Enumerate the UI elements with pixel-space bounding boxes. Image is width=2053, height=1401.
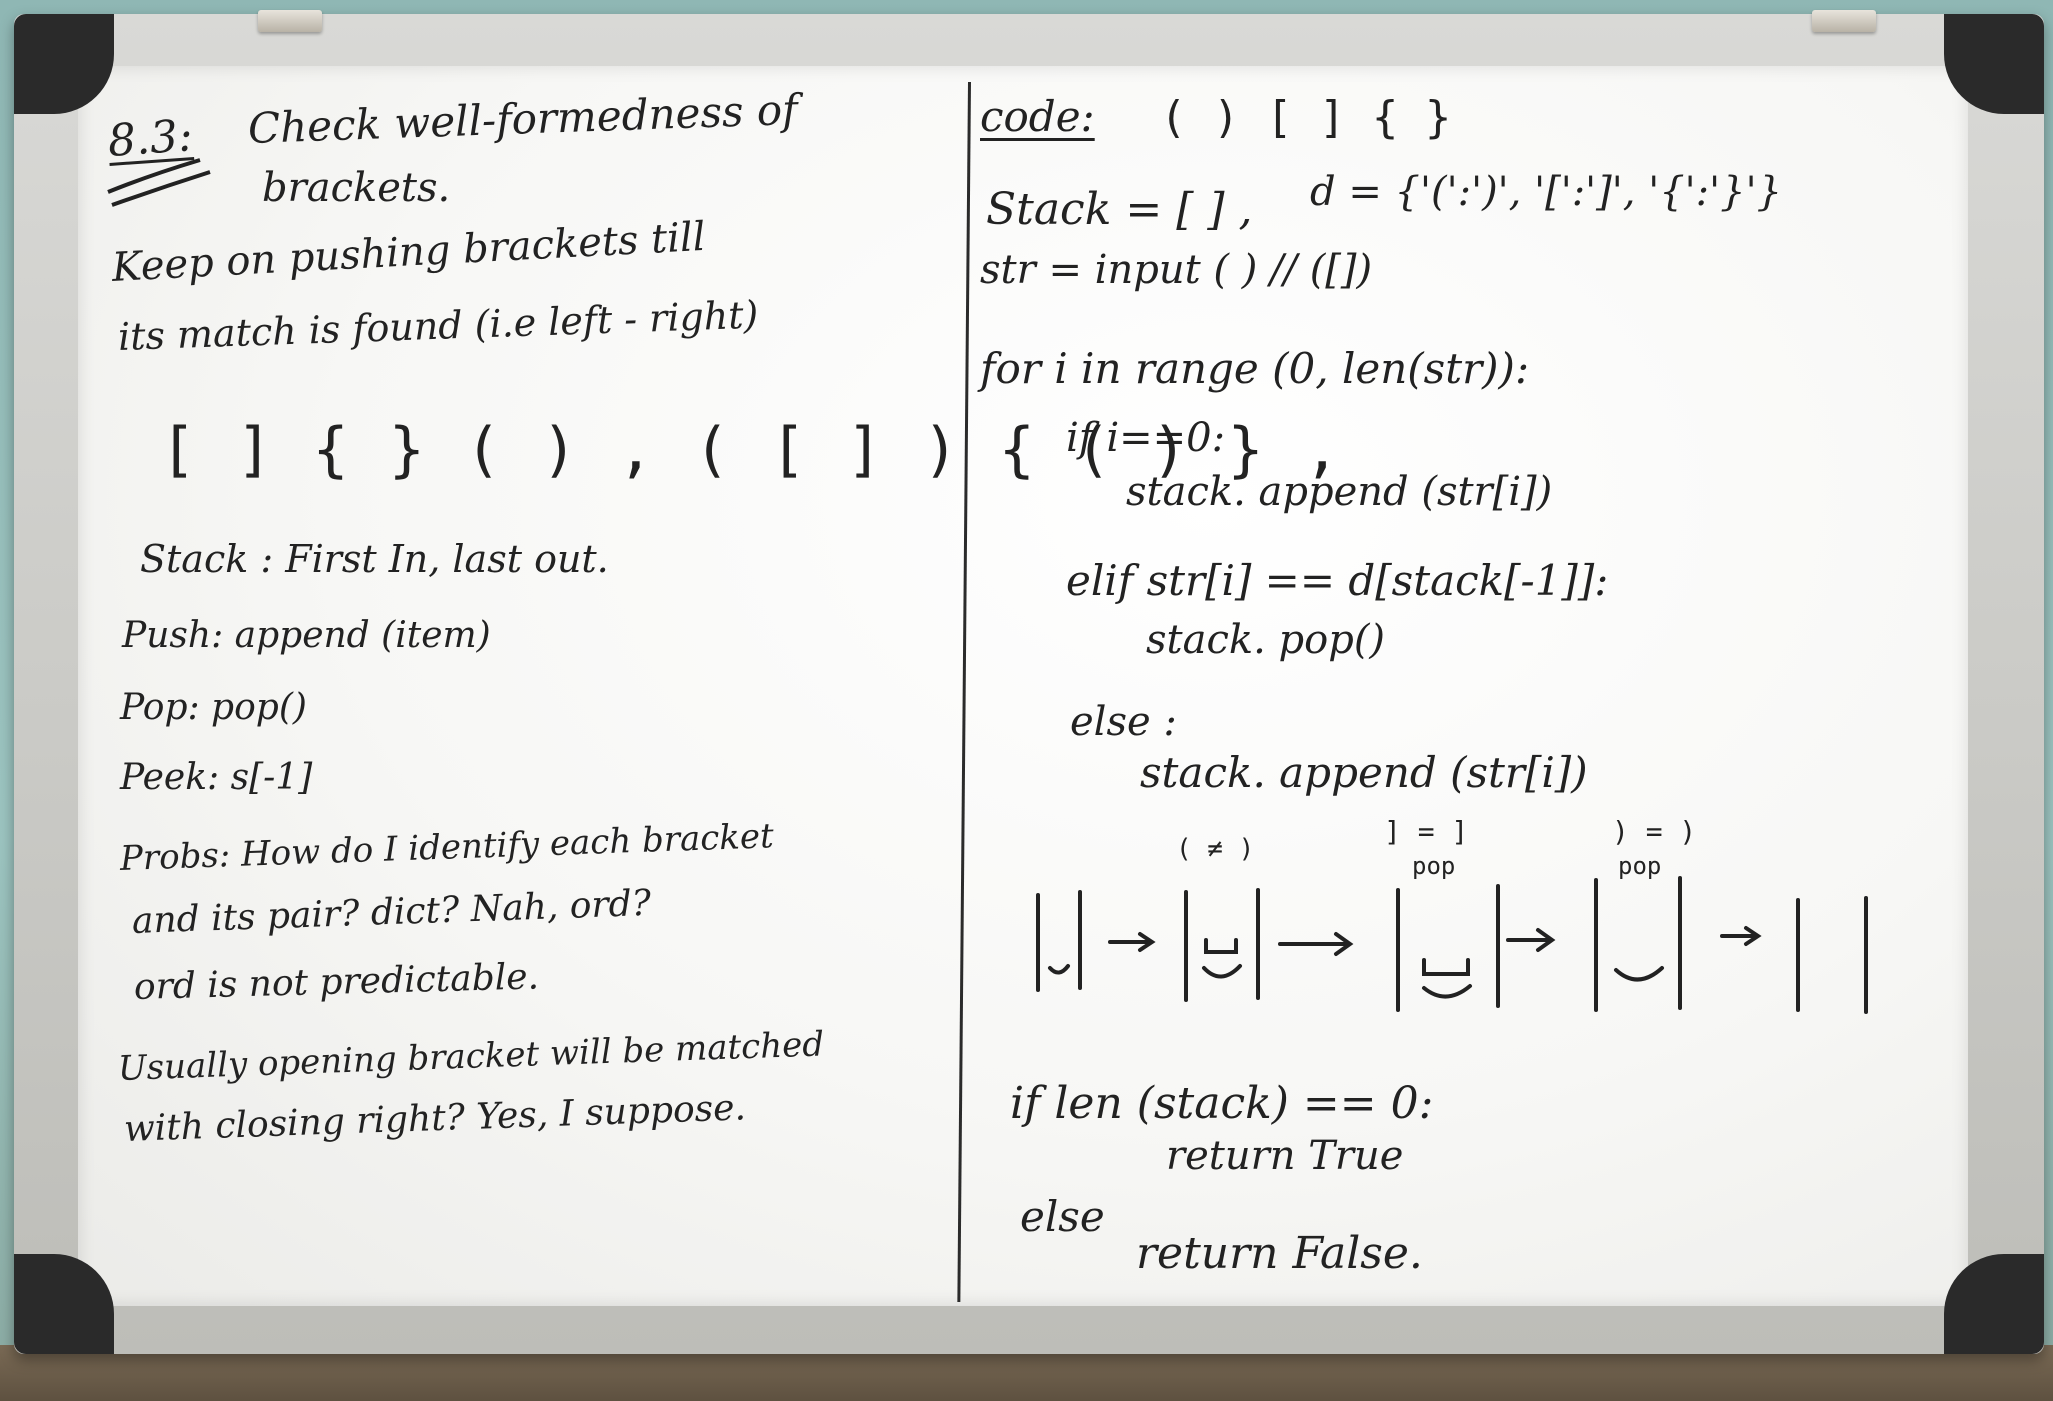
code-append-first: stack. append (str[i]) bbox=[1126, 469, 1553, 515]
code-return-false: return False. bbox=[1136, 1228, 1423, 1279]
stack-3-item-bottom bbox=[1422, 984, 1472, 999]
arrow-1-head bbox=[1138, 932, 1156, 952]
code-input: str = input ( ) // ([]) bbox=[980, 247, 1373, 293]
stack-2-item-top bbox=[1204, 938, 1238, 954]
heading-line-2: brackets. bbox=[262, 165, 451, 211]
stack-4-item bbox=[1614, 966, 1664, 982]
code-label: code: bbox=[980, 92, 1095, 141]
pop-definition: Pop: pop() bbox=[120, 687, 307, 728]
stack-definition: Stack : First In, last out. bbox=[140, 537, 609, 581]
arrow-2-head bbox=[1334, 932, 1354, 956]
code-elif: elif str[i] == d[stack[-1]]: bbox=[1066, 556, 1609, 605]
code-stack-init: Stack = [ ] , bbox=[986, 184, 1253, 235]
code-else-final: else bbox=[1020, 1192, 1105, 1241]
label-equal-round: ) = ) bbox=[1612, 815, 1697, 848]
label-pop-2: pop bbox=[1618, 852, 1662, 880]
code-dict-init: d = {'(':')', '[':']', '{':'}'} bbox=[1310, 169, 1783, 215]
arrow-4-head bbox=[1744, 926, 1762, 946]
code-for-loop: for i in range (0, len(str)): bbox=[980, 344, 1530, 393]
code-if-len: if len (stack) == 0: bbox=[1010, 1078, 1434, 1129]
arrow-3-head bbox=[1536, 928, 1556, 952]
stack-1-item bbox=[1048, 964, 1070, 975]
code-pop: stack. pop() bbox=[1146, 617, 1386, 663]
frame-clip-left bbox=[258, 10, 322, 32]
push-definition: Push: append (item) bbox=[122, 615, 491, 656]
corner-cap-bottom-right bbox=[1944, 1254, 2044, 1354]
label-pop-1: pop bbox=[1412, 852, 1456, 880]
frame-clip-right bbox=[1812, 10, 1876, 32]
label-equal-square: ] = ] bbox=[1384, 815, 1469, 848]
whiteboard-surface bbox=[78, 66, 1968, 1306]
code-return-true: return True bbox=[1166, 1133, 1404, 1179]
stack-3-item-top bbox=[1422, 958, 1470, 976]
bracket-examples: [ ] { } ( ) , ( [ ] ) { ( ) } , bbox=[160, 415, 1342, 485]
peek-definition: Peek: s[-1] bbox=[120, 757, 313, 798]
code-if-first: if i==0: bbox=[1066, 415, 1226, 461]
code-append-else: stack. append (str[i]) bbox=[1140, 748, 1588, 797]
code-brackets: ( ) [ ] { } bbox=[1160, 92, 1452, 143]
stack-2-item-bottom bbox=[1202, 964, 1242, 979]
label-not-equal: ( ≠ ) bbox=[1176, 834, 1255, 864]
code-else: else : bbox=[1070, 699, 1177, 745]
floor bbox=[0, 1345, 2053, 1401]
